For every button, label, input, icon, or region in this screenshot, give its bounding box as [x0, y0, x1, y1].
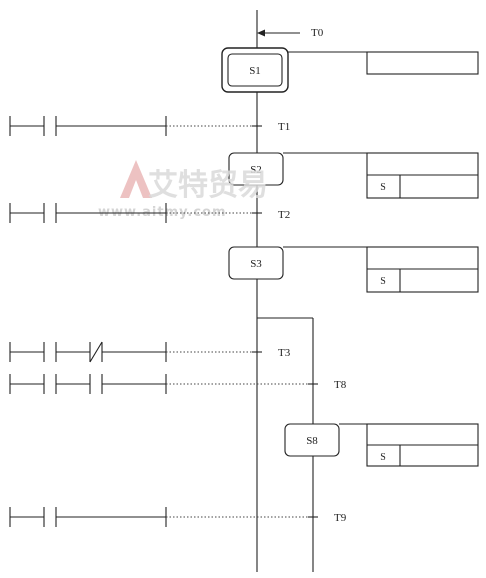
- s3-action-qualifier: S: [380, 276, 386, 287]
- s1-label: S1: [249, 65, 261, 77]
- s1-outer-box: [221, 47, 289, 93]
- t0-arrow-head: [257, 29, 265, 37]
- watermark: 艾特贸易 www.aitmy.com: [98, 160, 268, 220]
- t0-label: T0: [311, 27, 324, 39]
- s3-label: S3: [250, 258, 262, 270]
- t3-label: T3: [278, 347, 291, 359]
- t9-label: T9: [334, 512, 347, 524]
- s8-box: [284, 423, 340, 457]
- s2-box: [228, 152, 284, 186]
- s3-box: [228, 246, 284, 280]
- t2-label: T2: [278, 209, 290, 221]
- s2-label: S2: [250, 164, 262, 176]
- s8-action-qualifier: S: [380, 452, 386, 463]
- t8-label: T8: [334, 379, 347, 391]
- s1-inner-box: [227, 53, 283, 87]
- watermark-text: 艾特贸易: [148, 168, 268, 203]
- s8-label: S8: [306, 435, 318, 447]
- watermark-logo: [120, 160, 152, 198]
- s2-action-qualifier: S: [380, 182, 386, 193]
- t1-label: T1: [278, 121, 290, 133]
- s1-action-box: [366, 51, 479, 75]
